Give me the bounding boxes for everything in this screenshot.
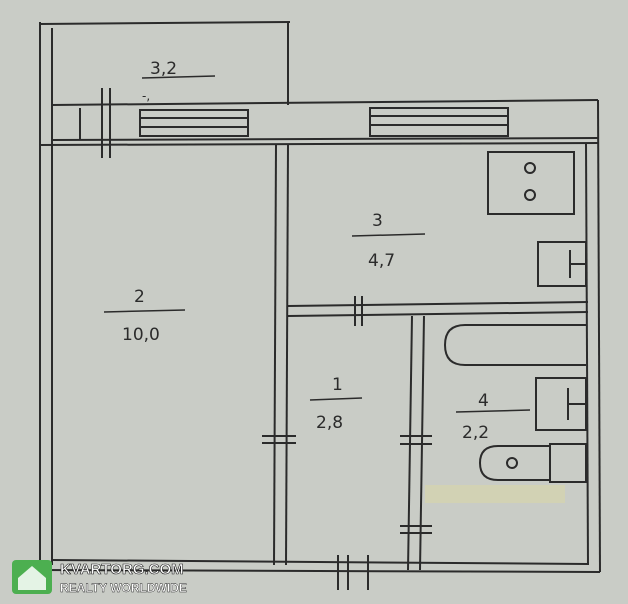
room-4-area: 2,2 [462,423,489,443]
watermark-brand: KVARTORG.COM [60,561,184,578]
smudge [425,485,565,503]
window-strip-bottom [51,137,599,141]
partition-left-2 [285,144,289,566]
balcony-note: -, [142,89,150,103]
walls [39,21,601,590]
room-1-area: 2,8 [316,413,343,433]
toilet-icon [478,443,587,483]
room-2-area: 10,0 [122,325,160,345]
room-2-number: 2 [134,287,145,307]
bathroom-sink-icon [535,377,587,431]
window-strip-bottom-2 [39,142,599,146]
kitchen-bottom-wall [287,301,589,307]
window-1 [139,109,249,137]
room-4-number: 4 [478,391,489,411]
room-3-area: 4,7 [368,251,395,271]
outer-wall-right [597,99,601,573]
room-labels: 3,2 -, 2 10,0 3 4,7 1 2,8 4 2,2 [103,59,531,443]
bathtub-icon [443,324,586,366]
kitchen-sink-icon [537,241,587,287]
balcony-top-wall [39,21,291,25]
stove-icon [487,151,575,215]
window-2 [369,107,509,137]
partition-left-1 [273,144,277,566]
room-1-number: 1 [332,375,343,395]
room-balcony-number: 3,2 [150,59,177,79]
watermark: KVARTORG.COM REALTY WORLDWIDE [12,560,187,595]
room-3-number: 3 [372,211,383,231]
watermark-tagline: REALTY WORLDWIDE [60,581,187,595]
window-strip-top [51,99,599,106]
outer-wall-bottom [39,569,601,573]
